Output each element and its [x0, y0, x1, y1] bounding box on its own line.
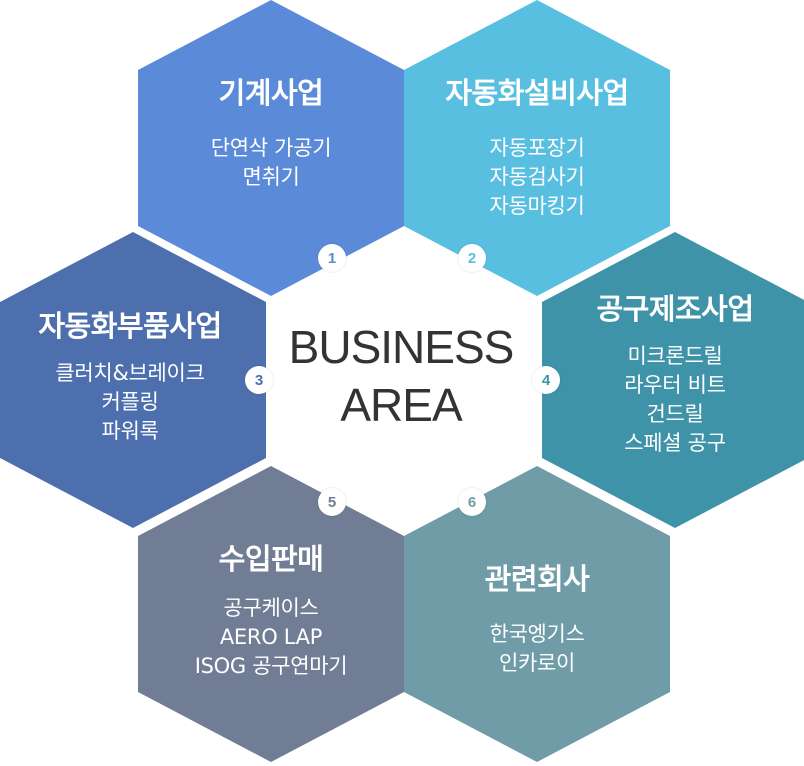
hex-4-item: 라우터 비트 [624, 373, 726, 397]
hex-4-shape [542, 232, 804, 528]
hex-2-shape [404, 0, 670, 296]
hex-2-content: 자동화설비사업 자동포장기 자동검사기 자동마킹기 [445, 70, 629, 221]
hex-1-item: 면취기 [242, 165, 300, 189]
hex-5-item: 공구케이스 [223, 596, 319, 620]
hex-5-content: 수입판매 공구케이스 AERO LAP ISOG 공구연마기 [195, 536, 348, 681]
hex-6-item: 한국엥기스 [489, 622, 585, 646]
hex-1-number-badge: 1 [318, 244, 346, 272]
hex-4-item: 건드릴 [646, 402, 704, 426]
hex-2-item: 자동검사기 [489, 165, 585, 189]
hex-6-number-badge: 6 [458, 488, 486, 516]
center-line-2: AREA [340, 379, 462, 431]
hex-3-item: 커플링 [101, 390, 159, 414]
hex-3-title: 자동화부품사업 [38, 309, 222, 343]
hex-6-item: 인카로이 [498, 651, 576, 675]
hex-4-item: 스페셜 공구 [624, 431, 726, 455]
hex-5-shape [138, 466, 404, 762]
hex-3-item: 클러치&브레이크 [55, 361, 205, 385]
hex-1-item: 단연삭 가공기 [210, 136, 332, 160]
hex-3-item: 파워록 [101, 419, 159, 443]
hex-2-item: 자동마킹기 [489, 194, 585, 218]
hex-2-item: 자동포장기 [489, 136, 585, 160]
hex-1-shape [138, 0, 404, 296]
hex-2-number-badge: 2 [458, 244, 486, 272]
center-line-1: BUSINESS [288, 321, 515, 373]
hex-4-content: 공구제조사업 미크론드릴 라우터 비트 건드릴 스페셜 공구 [596, 286, 754, 458]
hex-2-title: 자동화설비사업 [445, 76, 629, 110]
hex-4-number-badge: 4 [532, 366, 560, 394]
hex-4-title: 공구제조사업 [596, 292, 754, 326]
hex-3-number-badge: 3 [245, 366, 273, 394]
hex-6-title: 관련회사 [484, 562, 590, 596]
hex-3-shape [0, 232, 266, 528]
hex-1-title: 기계사업 [218, 76, 324, 110]
hex-5-title: 수입판매 [218, 542, 324, 576]
hex-4-item: 미크론드릴 [627, 344, 723, 368]
hex-3-content: 자동화부품사업 클러치&브레이크 커플링 파워록 [38, 303, 222, 446]
center-label: BUSINESS AREA [288, 318, 515, 434]
hex-1-content: 기계사업 단연삭 가공기 면취기 [211, 70, 332, 192]
hex-5-item: ISOG 공구연마기 [194, 654, 348, 678]
hex-6-content: 관련회사 한국엥기스 인카로이 [485, 556, 590, 678]
hex-5-number-badge: 5 [318, 488, 346, 516]
hex-5-item: AERO LAP [219, 625, 323, 649]
hex-6-shape [404, 466, 670, 762]
